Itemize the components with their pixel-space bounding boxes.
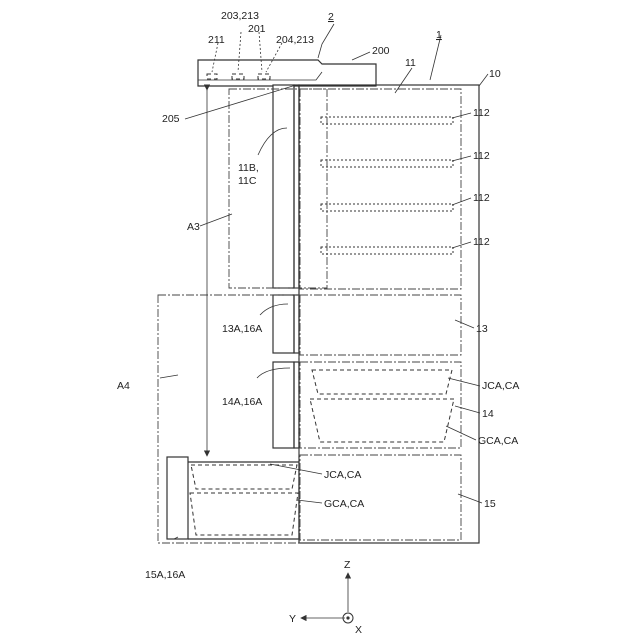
drawer-frame-15-open xyxy=(188,462,299,539)
label-204-213: 204,213 xyxy=(276,34,314,46)
compartment-13 xyxy=(300,295,461,355)
label-13a-16a: 13A,16A xyxy=(222,323,262,335)
label-14a-16a: 14A,16A xyxy=(222,396,262,408)
label-112-1: 112 xyxy=(473,107,490,119)
door-14a xyxy=(273,362,294,448)
axis-x-label: X xyxy=(355,624,362,636)
label-205: 205 xyxy=(162,113,180,125)
axis-y-label: Y xyxy=(289,613,296,625)
door-15a xyxy=(167,457,188,539)
label-gca-14: GCA,CA xyxy=(478,435,518,447)
axis-z-label: Z xyxy=(344,559,351,571)
door-14a-edge xyxy=(294,362,299,448)
label-10: 10 xyxy=(489,68,501,80)
label-201: 201 xyxy=(248,23,266,35)
door-13a xyxy=(273,295,294,353)
label-gca-15: GCA,CA xyxy=(324,498,364,510)
label-jca-14: JCA,CA xyxy=(482,380,519,392)
drawer-gca-15 xyxy=(190,493,298,535)
label-211: 211 xyxy=(208,34,225,46)
label-112-2: 112 xyxy=(473,150,490,162)
refrigerator-compartment-11 xyxy=(300,89,461,289)
shelves xyxy=(321,117,453,254)
shelf-4 xyxy=(321,247,453,254)
shelf-1 xyxy=(321,117,453,124)
label-a3: A3 xyxy=(187,221,200,233)
label-11c: 11C xyxy=(238,175,257,187)
label-11: 11 xyxy=(405,57,416,69)
label-a4: A4 xyxy=(117,380,130,392)
door-11c-panel xyxy=(294,85,299,288)
axis-indicator xyxy=(301,573,353,623)
label-112-4: 112 xyxy=(473,236,490,248)
door-13a-edge xyxy=(294,295,299,353)
door-11b xyxy=(273,85,294,288)
label-1: 1 xyxy=(436,29,442,41)
label-14: 14 xyxy=(482,408,494,420)
label-200: 200 xyxy=(372,45,390,57)
label-15a-16a: 15A,16A xyxy=(145,569,185,581)
drawer-jca-14 xyxy=(312,370,452,394)
label-15: 15 xyxy=(484,498,496,510)
label-jca-15: JCA,CA xyxy=(324,469,361,481)
label-2: 2 xyxy=(328,11,334,23)
label-112-3: 112 xyxy=(473,192,490,204)
terminal-device xyxy=(198,60,376,86)
drawer-gca-14 xyxy=(310,399,454,442)
compartment-14 xyxy=(300,362,461,448)
axis-x-dot xyxy=(346,616,349,619)
label-11b: 11B, xyxy=(238,162,259,174)
shelf-3 xyxy=(321,204,453,211)
label-13: 13 xyxy=(476,323,488,335)
shelf-2 xyxy=(321,160,453,167)
drawer-jca-15 xyxy=(191,465,297,489)
label-203-213: 203,213 xyxy=(221,10,259,22)
